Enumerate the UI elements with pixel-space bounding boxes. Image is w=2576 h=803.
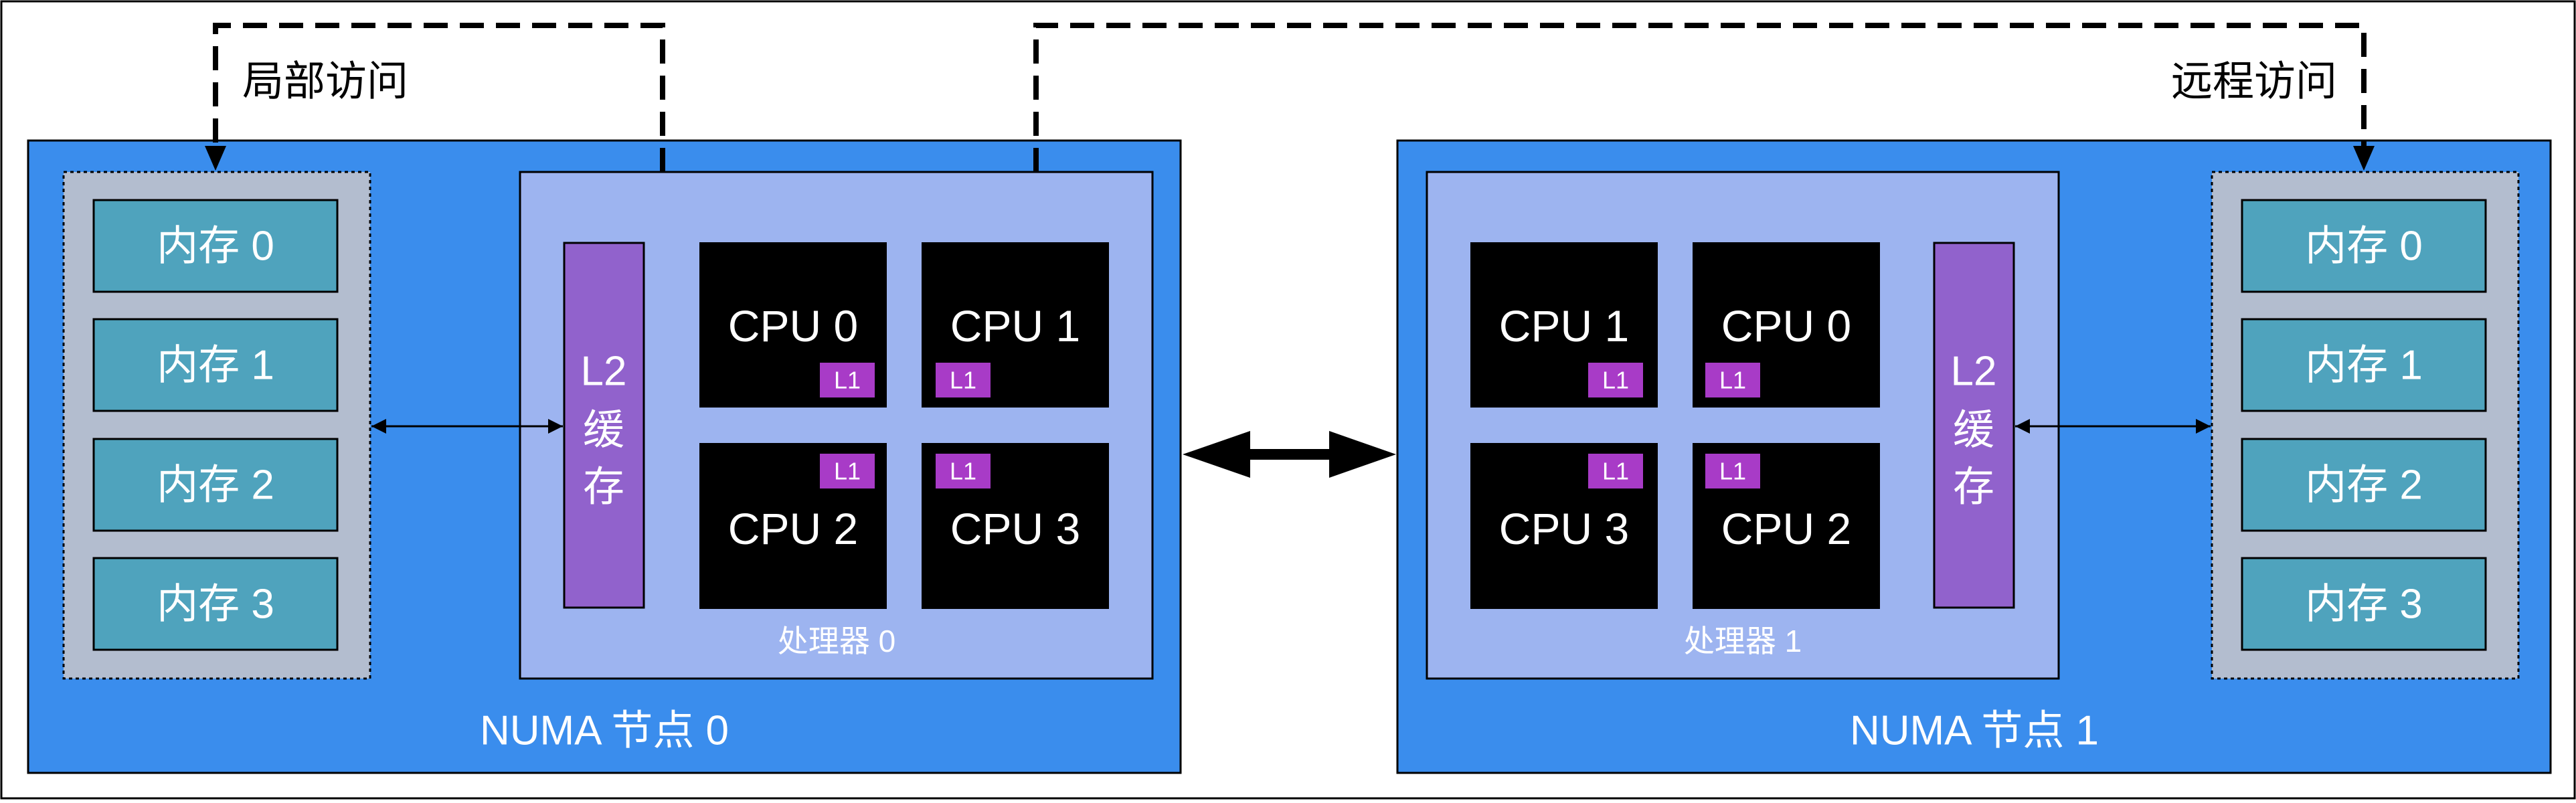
node-0-memory-label-0: 内存 0 [157, 224, 274, 270]
node-0-cpu-1-l1-cache [936, 363, 991, 397]
node-1-l2-label-line3: 存 [1953, 464, 1994, 511]
interconnect-head-right [1329, 431, 1396, 478]
node-1-memory-label-1: 内存 1 [2305, 343, 2423, 389]
numa-node-0: 内存 0 内存 1 内存 2 内存 3 L2 缓 存 CPU 0 L1 CPU … [27, 139, 1182, 774]
remote-access-dashed-line [1033, 23, 2367, 172]
node-0-processor-label: 处理器 0 [778, 624, 895, 658]
node-1-memory-cell-1 [2241, 318, 2487, 412]
node-1-cpu-label-1: CPU 0 [1721, 301, 1851, 351]
interconnect-head-left [1183, 431, 1250, 478]
node-1-cpu-label-3: CPU 2 [1721, 504, 1851, 553]
node-1-cpu-1-l1-cache [1705, 363, 1760, 397]
node-0-l2-label-line3: 存 [583, 464, 624, 511]
interconnect-arrow [1183, 431, 1396, 478]
node-0-cpu-label-3: CPU 3 [950, 504, 1080, 553]
node-0-memory-cell-2 [92, 438, 339, 532]
node-0-cpu-0-l1-cache [820, 363, 875, 397]
node-0-memory-cell-3 [92, 557, 339, 651]
node-1-memory-label-2: 内存 2 [2305, 462, 2423, 509]
node-1-processor: CPU 1 L1 CPU 0 L1 CPU 3 L1 CPU 2 L1 L2 缓… [1426, 171, 2060, 680]
node-0-label: NUMA 节点 0 [480, 708, 729, 754]
remote-access-path: 远程访问 [1033, 23, 2375, 172]
node-1-l2-label-line1: L2 [1951, 349, 1997, 395]
local-access-label: 局部访问 [242, 59, 408, 105]
node-0-memory-cell-0 [92, 199, 339, 293]
node-0-l2-label-line1: L2 [581, 349, 627, 395]
node-0-cpu-0-l1-label: L1 [834, 367, 861, 394]
node-0-memory-label-1: 内存 1 [157, 343, 274, 389]
node-1-cpu-3-l1-cache [1705, 454, 1760, 488]
node-0-l2-label-line2: 缓 [583, 408, 624, 454]
local-access-arrowhead [205, 146, 226, 171]
node-0-cpu-3-l1-cache [936, 454, 991, 488]
node-1-l2-label-line2: 缓 [1953, 408, 1994, 454]
numa-node-1: CPU 1 L1 CPU 0 L1 CPU 3 L1 CPU 2 L1 L2 缓… [1396, 139, 2552, 774]
node-1-cpu-0-l1-label: L1 [1602, 367, 1629, 394]
node-0-cpu-label-1: CPU 1 [950, 301, 1080, 351]
node-1-cpu-2-l1-cache [1588, 454, 1643, 488]
node-0-cpu-1-l1-label: L1 [950, 367, 976, 394]
node-1-cpu-1-l1-label: L1 [1719, 367, 1746, 394]
local-access-path: 局部访问 [205, 23, 665, 172]
node-1-memory-label-3: 内存 3 [2305, 582, 2423, 628]
node-0-memory-cell-1 [92, 318, 339, 412]
node-1-cpu-3-l1-label: L1 [1719, 458, 1746, 485]
node-0-cpu-label-0: CPU 0 [728, 301, 858, 351]
node-0-memory-label-2: 内存 2 [157, 462, 274, 509]
node-1-memory-cell-2 [2241, 438, 2487, 532]
node-0-processor: L2 缓 存 CPU 0 L1 CPU 1 L1 CPU 2 L1 CPU 3 … [519, 171, 1154, 680]
node-1-processor-label: 处理器 1 [1684, 624, 1802, 658]
node-0-cpu-2-l1-label: L1 [834, 458, 861, 485]
node-1-cpu-label-2: CPU 3 [1499, 504, 1629, 553]
node-0-memory-group: 内存 0 内存 1 内存 2 内存 3 [62, 171, 371, 680]
node-1-memory-cell-0 [2241, 199, 2487, 293]
node-0-cpu-3-l1-label: L1 [950, 458, 976, 485]
local-access-dashed-line [213, 23, 665, 172]
node-0-memory-label-3: 内存 3 [157, 582, 274, 628]
node-1-cpu-2-l1-label: L1 [1602, 458, 1629, 485]
node-1-memory-label-0: 内存 0 [2305, 224, 2423, 270]
node-0-cpu-label-2: CPU 2 [728, 504, 858, 553]
interconnect-shaft [1245, 449, 1335, 460]
node-1-memory-group: 内存 0 内存 1 内存 2 内存 3 [2211, 171, 2520, 680]
node-0-cpu-2-l1-cache [820, 454, 875, 488]
node-1-cpu-label-0: CPU 1 [1499, 301, 1629, 351]
node-1-memory-cell-3 [2241, 557, 2487, 651]
remote-access-arrowhead [2353, 146, 2375, 171]
remote-access-label: 远程访问 [2171, 59, 2337, 105]
node-1-cpu-0-l1-cache [1588, 363, 1643, 397]
node-1-label: NUMA 节点 1 [1850, 708, 2099, 754]
node-1-l2-cache [1933, 242, 2015, 609]
node-0-l2-cache [563, 242, 645, 609]
